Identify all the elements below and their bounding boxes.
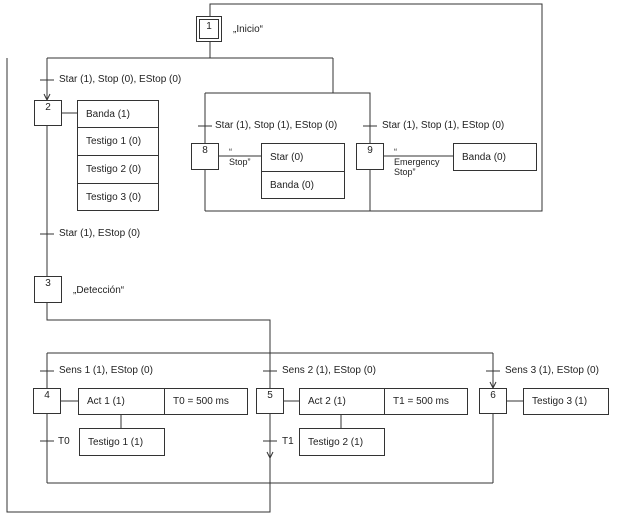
action-testigo-2-off: Testigo 2 (0) [77,155,159,184]
action-banda-off-9: Banda (0) [453,143,537,171]
action-testigo-2-on: Testigo 2 (1) [299,428,385,456]
action-timer-t0: T0 = 500 ms [164,388,248,415]
return-link-outer [209,3,543,212]
action-act-1: Act 1 (1) [78,388,165,415]
action-testigo-1-off: Testigo 1 (0) [77,127,159,156]
transition-t1: T1 [282,436,294,447]
transition-1-2: Star (1), Stop (0), EStop (0) [59,74,182,85]
transition-sens-1: Sens 1 (1), EStop (0) [59,365,153,376]
action-star-off: Star (0) [261,143,345,172]
step-3[interactable]: 3 [34,276,62,303]
step-5[interactable]: 5 [256,388,284,414]
action-testigo-3-off: Testigo 3 (0) [77,183,159,211]
step-8-label: “ Stop” [229,147,251,167]
action-banda-off-8: Banda (0) [261,171,345,199]
step-3-label: „Detección“ [73,285,125,296]
step-1-initial[interactable]: 1 [196,16,222,42]
action-banda-on: Banda (1) [77,100,159,128]
transition-to-9: Star (1), Stop (1), EStop (0) [382,120,505,131]
transition-2-3: Star (1), EStop (0) [59,228,141,239]
arrow-return [266,451,274,460]
step-1-label: „Inicio“ [233,24,264,35]
step-9-label: “ Emergency Stop” [394,147,440,177]
transition-t0: T0 [58,436,70,447]
transition-to-8: Star (1), Stop (1), EStop (0) [215,120,338,131]
link-3-down [46,303,271,353]
branch-8-9 [205,92,371,143]
transition-sens-2: Sens 2 (1), EStop (0) [282,365,376,376]
action-timer-t1: T1 = 500 ms [384,388,468,415]
step-2[interactable]: 2 [34,100,62,126]
return-link-bottom [6,58,271,513]
step-4[interactable]: 4 [33,388,61,414]
transition-sens-3: Sens 3 (1), EStop (0) [505,365,599,376]
action-act-2: Act 2 (1) [299,388,385,415]
step-9[interactable]: 9 [356,143,384,170]
action-testigo-3-on: Testigo 3 (1) [523,388,609,415]
action-testigo-1-on: Testigo 1 (1) [79,428,165,456]
step-8[interactable]: 8 [191,143,219,170]
step-1-number: 1 [199,19,219,39]
step-6[interactable]: 6 [479,388,507,414]
